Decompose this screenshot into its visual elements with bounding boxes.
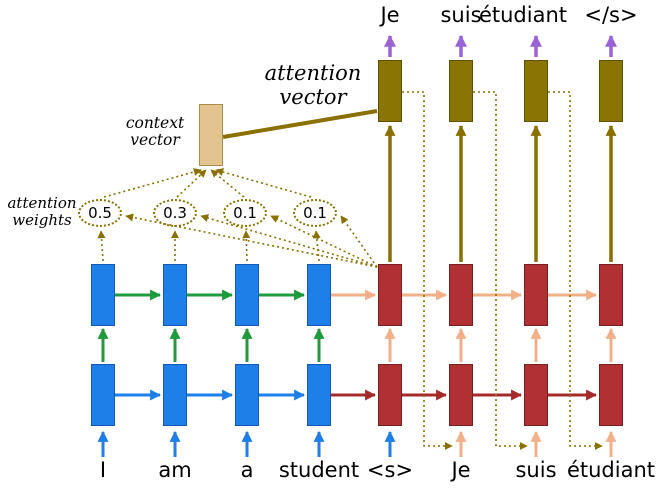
encoder-input-arrows [97,389,396,457]
attention-dotted-lines [97,91,603,450]
attention-weight-bubble-3: 0.1 [223,199,267,227]
attention-weight-bubble-2: 0.3 [153,199,197,227]
context-vector-label-line2: vector [130,131,180,150]
attention-weights-label-line1: attention [7,194,77,212]
attention-vector-arrows [222,109,617,262]
attention-weight-bubble-4: 0.1 [293,199,337,227]
encoder-cell-bottom-3 [235,364,259,426]
decoder-cell-bottom-1 [378,364,402,426]
encoder-cell-bottom-2 [163,364,187,426]
decoder-cell-bottom-4 [599,364,623,426]
attention-vector-box-1 [378,60,402,122]
encoder-top-arrows [97,289,325,362]
attention-vector-box-3 [524,60,548,122]
attention-vector-box-4 [599,60,623,122]
decoder-cell-top-4 [599,264,623,326]
attention-weight-value: 0.1 [233,204,257,222]
decoder-cell-top-1 [378,264,402,326]
context-vector-label-line1: context [125,114,185,132]
attention-weight-value: 0.1 [303,204,327,222]
input-word-6: Je [451,458,471,482]
attention-weight-value: 0.5 [88,204,112,222]
attention-weights-label-line2: weights [12,210,72,229]
attention-weight-bubble-1: 0.5 [78,199,122,227]
encoder-cell-bottom-4 [307,364,331,426]
output-word-2: suis [440,3,482,27]
decoder-cell-top-2 [449,264,473,326]
encoder-cell-top-1 [91,264,115,326]
output-arrows [384,34,617,57]
output-word-3: étudiant [478,3,568,27]
input-word-4: student [278,458,360,482]
decoder-top-arrows [331,289,617,457]
attention-weights-label: attention weights [0,195,84,229]
input-word-3: a [240,458,254,482]
input-word-2: am [158,458,192,482]
output-word-1: Je [380,3,400,27]
encoder-cell-top-2 [163,264,187,326]
attention-vector-label-line2: vector [279,84,347,109]
input-word-1: I [99,458,107,482]
input-word-8: étudiant [566,458,656,482]
decoder-cell-bottom-3 [524,364,548,426]
output-word-4: </s> [584,3,638,27]
attention-vector-label: attention vector [252,61,374,109]
input-word-7: suis [515,458,557,482]
attention-vector-label-line1: attention [264,61,362,85]
encoder-cell-top-3 [235,264,259,326]
encoder-cell-top-4 [307,264,331,326]
attention-vector-box-2 [449,60,473,122]
decoder-cell-top-3 [524,264,548,326]
attention-weight-value: 0.3 [163,204,187,222]
context-vector-box [199,104,223,166]
encoder-cell-bottom-1 [91,364,115,426]
decoder-cell-bottom-2 [449,364,473,426]
context-vector-label: context vector [114,114,196,150]
input-word-5: <s> [366,458,414,482]
